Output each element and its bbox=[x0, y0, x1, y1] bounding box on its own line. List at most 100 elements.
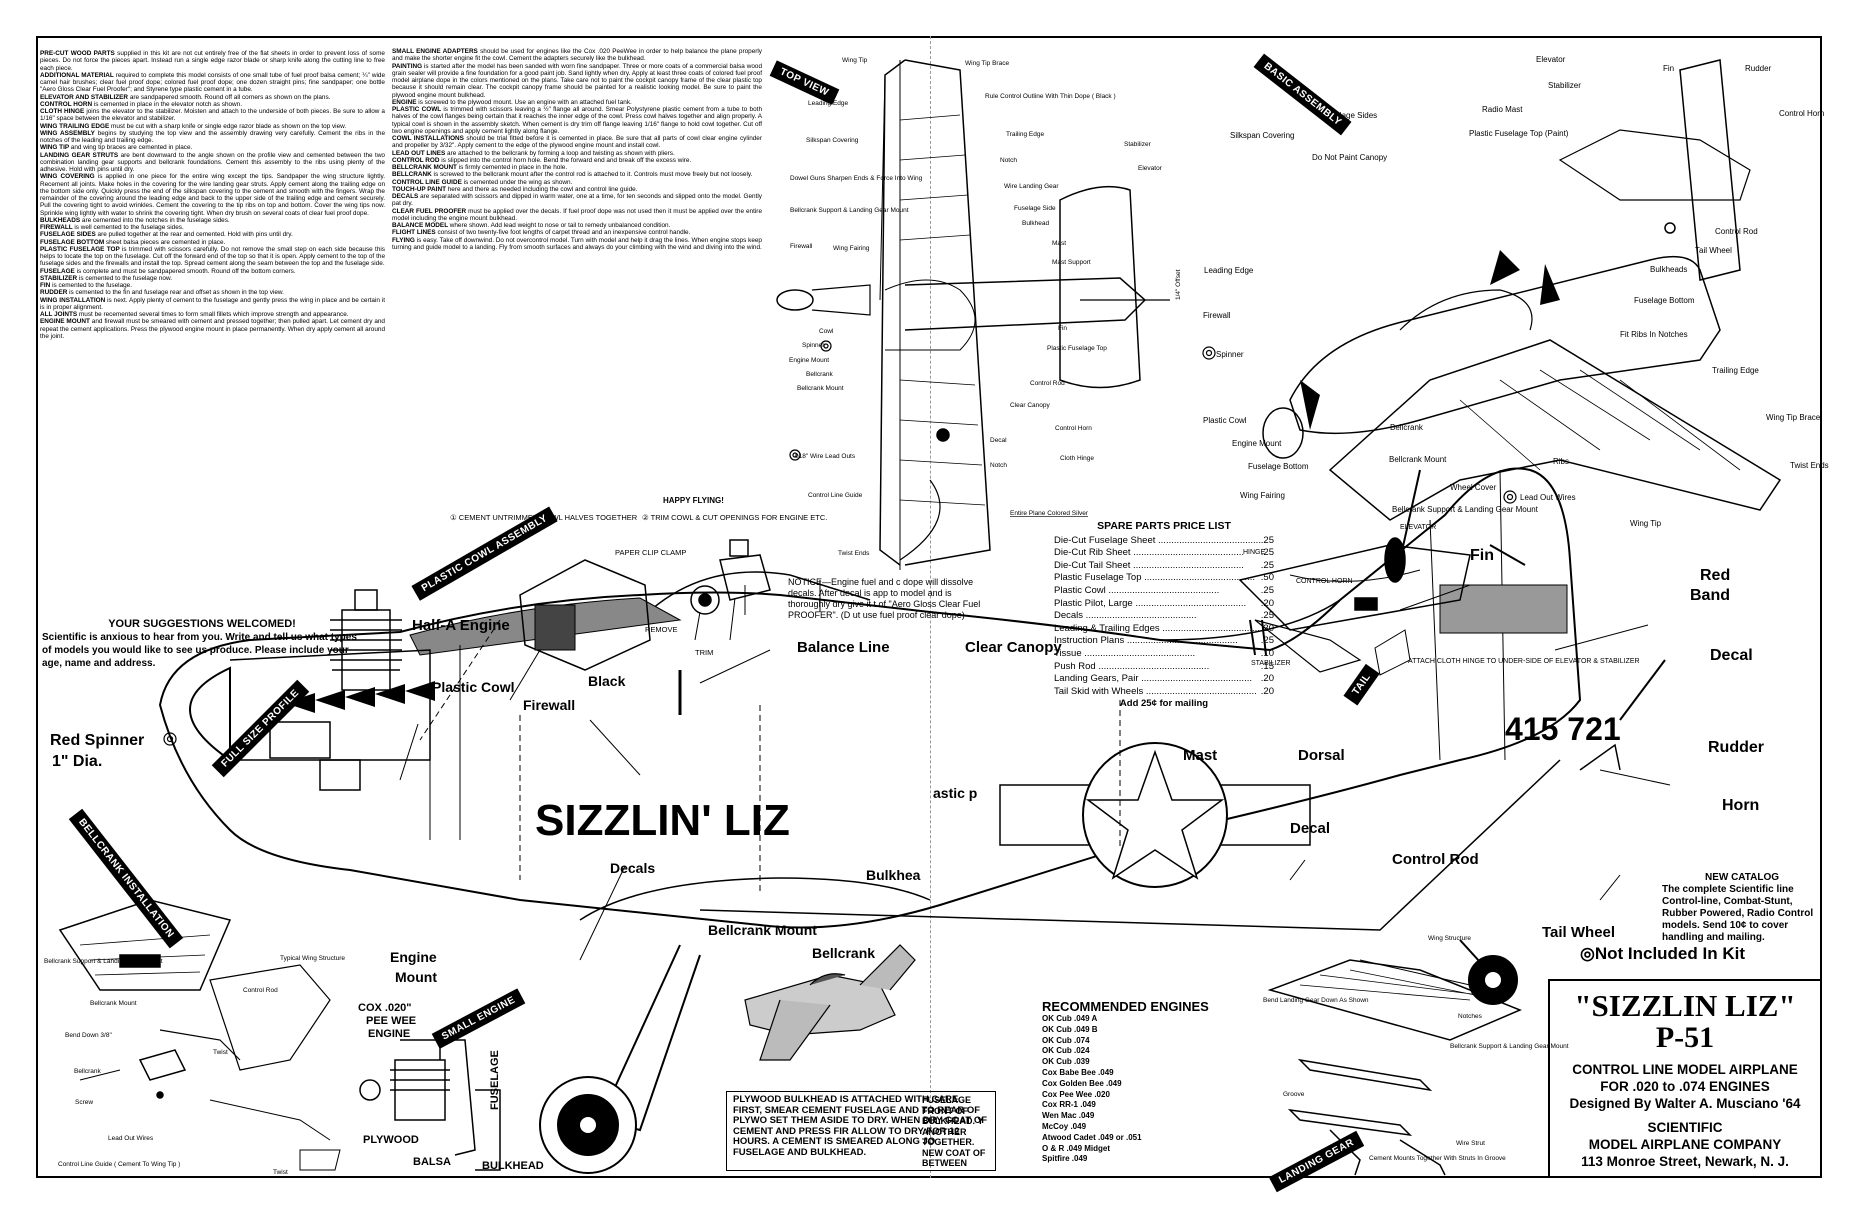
spare-part-row: Die-Cut Rib Sheet ......................… bbox=[1054, 547, 1274, 560]
se-cox-2: PEE WEE bbox=[366, 1015, 416, 1027]
ba-stabilizer: Stabilizer bbox=[1548, 81, 1581, 90]
pf-firewall: Firewall bbox=[523, 697, 575, 713]
tv-spinner: Spinner bbox=[802, 342, 825, 349]
spare-part-row: Die-Cut Fuselage Sheet .................… bbox=[1054, 535, 1274, 548]
instruction-paragraph: CLOTH HINGE joins the elevator to the st… bbox=[40, 108, 385, 123]
instruction-heading: ALL JOINTS bbox=[40, 311, 79, 318]
spare-part-price: .15 bbox=[1260, 660, 1274, 672]
pf-fin: Fin bbox=[1470, 547, 1494, 564]
landing-gear-labels: Wing Structure Notches Bend Landing Gear… bbox=[1263, 935, 1569, 1162]
pf-plastic-cowl: Plastic Cowl bbox=[432, 679, 514, 695]
pf-engine-mount-2: Mount bbox=[395, 969, 437, 985]
notice-text: NOTICE—Engine fuel and c dope will disso… bbox=[788, 577, 981, 620]
profile-wing-fairing bbox=[579, 877, 931, 921]
instruction-heading: ENGINE bbox=[392, 98, 419, 106]
engine-item: Cox Golden Bee .049 bbox=[1042, 1078, 1122, 1088]
instruction-heading: ADDITIONAL MATERIAL bbox=[40, 71, 116, 79]
ba-control-rod: Control Rod bbox=[1715, 227, 1758, 236]
tv-notch2: Notch bbox=[990, 462, 1007, 469]
assembly-labels: Elevator Fin Rudder Stabilizer Control H… bbox=[1203, 55, 1829, 528]
instruction-heading: FLIGHT LINES bbox=[392, 229, 438, 237]
pf-plastic-top: astic p bbox=[933, 785, 977, 801]
instruction-paragraph: ADDITIONAL MATERIAL required to complete… bbox=[40, 71, 385, 94]
tv-control-rod: Control Rod bbox=[1030, 380, 1065, 387]
instruction-paragraph: LANDING GEAR STRUTS are bent downward to… bbox=[40, 151, 385, 174]
profile-exhaust-block2 bbox=[319, 759, 361, 791]
tv-wire-gear: Wire Landing Gear bbox=[1004, 183, 1059, 190]
spare-part-row: Plastic Pilot, Large ...................… bbox=[1054, 598, 1274, 611]
instruction-heading: WING TRAILING EDGE bbox=[40, 122, 112, 130]
instruction-paragraph: FUSELAGE BOTTOM sheet balsa pieces are c… bbox=[40, 238, 226, 246]
spare-part-row: Tail Skid with Wheels ..................… bbox=[1054, 686, 1274, 699]
basic-assembly-drawing bbox=[1262, 59, 1782, 583]
pf-serial: 415 721 bbox=[1505, 711, 1621, 747]
instruction-paragraph: BALANCE MODEL where shown. Add lead weig… bbox=[392, 222, 671, 229]
profile-canopy bbox=[639, 571, 871, 621]
engine-item: McCoy .049 bbox=[1042, 1121, 1087, 1131]
tv-wing-tip-brace: Wing Tip Brace bbox=[965, 60, 1009, 67]
profile-exhaust-stacks bbox=[285, 681, 435, 713]
instruction-heading: TOUCH-UP PAINT bbox=[392, 185, 448, 193]
instruction-paragraph: SMALL ENGINE ADAPTERS should be used for… bbox=[392, 48, 763, 63]
tail-attach: ATTACH CLOTH HINGE TO UNDER-SIDE OF ELEV… bbox=[1408, 658, 1640, 665]
fold-line bbox=[930, 36, 931, 1178]
spare-part-row: Plastic Cowl ...........................… bbox=[1054, 585, 1274, 598]
spare-part-row: Decals .................................… bbox=[1054, 610, 1274, 623]
engine-item: Wen Mac .049 bbox=[1042, 1111, 1095, 1121]
bi-guide: Control Line Guide ( Cement To Wing Tip … bbox=[58, 1161, 180, 1168]
instruction-paragraph: WING INSTALLATION is next. Apply plenty … bbox=[40, 296, 385, 311]
cowl-clamp: PAPER CLIP CLAMP bbox=[615, 548, 686, 557]
pf-name: SIZZLIN' LIZ bbox=[535, 796, 790, 845]
engine-item: Atwood Cadet .049 or .051 bbox=[1042, 1132, 1142, 1142]
spare-part-name: Die-Cut Rib Sheet ......................… bbox=[1054, 547, 1245, 559]
instruction-heading: PLASTIC COWL bbox=[392, 106, 444, 113]
instruction-heading: WING ASSEMBLY bbox=[40, 129, 98, 137]
instruction-paragraph: DECALS are separated with scissors and d… bbox=[392, 193, 762, 208]
instruction-paragraph: ENGINE is screwed to the plywood mount. … bbox=[392, 98, 632, 106]
spinner-not-included-marks bbox=[163, 340, 1517, 746]
tail-elevator: ELEVATOR bbox=[1400, 524, 1436, 531]
profile-spinner bbox=[189, 666, 231, 762]
spare-part-name: Landing Gears, Pair ....................… bbox=[1054, 673, 1252, 685]
pf-decal: Decal bbox=[1290, 820, 1330, 837]
ba-firewall: Firewall bbox=[1203, 311, 1231, 320]
cowl-remove: REMOVE bbox=[645, 625, 678, 634]
ba-leading-edge: Leading Edge bbox=[1204, 266, 1254, 275]
instruction-heading: PLASTIC FUSELAGE TOP bbox=[40, 245, 122, 253]
spare-part-name: Plastic Cowl ...........................… bbox=[1054, 584, 1220, 596]
spare-part-row: Tissue .................................… bbox=[1054, 648, 1274, 661]
se-balsa: BALSA bbox=[413, 1156, 451, 1168]
profile-dorsal bbox=[1159, 599, 1341, 641]
instruction-paragraph: BULKHEADS are cemented into the notches … bbox=[40, 216, 230, 224]
spare-parts-list: SPARE PARTS PRICE LIST Die-Cut Fuselage … bbox=[1054, 520, 1274, 711]
top-view-drawing bbox=[776, 59, 1170, 570]
tail-stabilizer: STABILIZER bbox=[1251, 660, 1291, 667]
instruction-heading: PAINTING bbox=[392, 62, 424, 70]
ba-twist-ends: Twist Ends bbox=[1790, 461, 1829, 470]
tv-wing-tip: Wing Tip bbox=[842, 57, 868, 64]
pf-dorsal: Dorsal bbox=[1298, 747, 1345, 764]
spare-part-name: Leading & Trailing Edges ...............… bbox=[1054, 622, 1261, 634]
pf-balance: Balance Line bbox=[797, 639, 890, 656]
instruction-heading: CONTROL HORN bbox=[40, 100, 94, 108]
spare-part-name: Die-Cut Fuselage Sheet .................… bbox=[1054, 534, 1261, 546]
lg-support: Bellcrank Support & Landing Gear Mount bbox=[1450, 1043, 1569, 1050]
spare-part-name: Die-Cut Tail Sheet .....................… bbox=[1054, 559, 1244, 571]
instruction-paragraph: BELLCRANK MOUNT is firmly cemented in pl… bbox=[392, 164, 568, 171]
plywood-bulkhead-note: PLYWOOD BULKHEAD IS ATTACHED WITH CARE. … bbox=[726, 1091, 996, 1171]
spare-part-price: .50 bbox=[1260, 572, 1274, 584]
cowl-trim: TRIM bbox=[695, 648, 713, 657]
ba-radio-mast: Radio Mast bbox=[1482, 105, 1523, 114]
lg-notches: Notches bbox=[1458, 1013, 1483, 1020]
instructions-right-column: SMALL ENGINE ADAPTERS should be used for… bbox=[392, 48, 762, 478]
instruction-paragraph: CONTROL HORN is cemented in place in the… bbox=[40, 100, 242, 108]
instruction-heading: FLYING bbox=[392, 236, 417, 244]
ba-bellcrank: Bellcrank bbox=[1390, 423, 1424, 432]
instruction-heading: FUSELAGE bbox=[40, 267, 77, 275]
spare-part-name: Instruction Plans ......................… bbox=[1054, 635, 1238, 647]
pf-red-band-1: Red bbox=[1700, 567, 1730, 584]
ba-control-horn: Control Horn bbox=[1779, 109, 1824, 118]
lg-cement: Cement Mounts Together With Struts In Gr… bbox=[1369, 1155, 1506, 1162]
